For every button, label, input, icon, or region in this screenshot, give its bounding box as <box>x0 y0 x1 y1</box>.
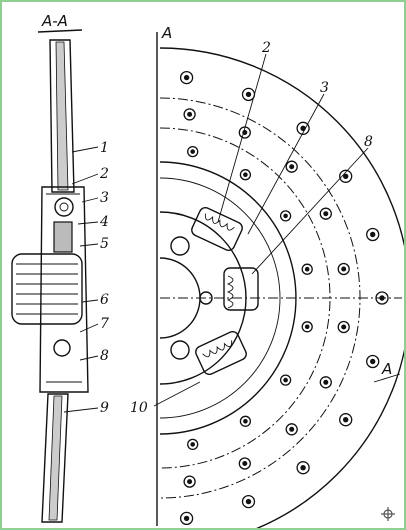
rivet <box>301 263 313 275</box>
callout-7: 7 <box>100 316 109 332</box>
rivet-center <box>245 91 252 98</box>
callout-9: 9 <box>100 400 109 416</box>
rivet <box>296 461 310 475</box>
rivet-center <box>341 266 347 272</box>
flange-hole-middle <box>199 291 213 305</box>
rivet <box>366 354 380 369</box>
rivet-center <box>300 465 306 471</box>
rivet <box>339 413 353 427</box>
lower-lining <box>41 393 69 523</box>
rivet <box>337 262 350 276</box>
rivet-center <box>243 172 248 177</box>
outer-disc-edge <box>159 47 404 528</box>
rivet <box>238 457 251 470</box>
rivet <box>319 376 332 389</box>
rivet-center <box>304 266 310 272</box>
callout-8: 8 <box>100 348 109 364</box>
upper-lining <box>49 39 75 193</box>
rivet-center <box>243 419 248 424</box>
rivet-center <box>343 173 349 179</box>
rivet-center <box>190 442 195 447</box>
section-title-underline <box>37 29 83 33</box>
rivet <box>375 291 389 305</box>
face-callout-3: 3 <box>320 80 329 96</box>
rivet-center <box>183 515 190 522</box>
damper-spring-top <box>191 206 243 252</box>
rivet <box>319 207 332 220</box>
spring-section-top <box>54 197 74 217</box>
upper-lining-core <box>55 41 69 191</box>
rivet <box>301 321 313 333</box>
rivet <box>296 121 310 135</box>
face-callout-8: 8 <box>364 134 373 150</box>
rivet-center <box>187 111 193 117</box>
face-callout-10: 10 <box>130 400 148 416</box>
rivet <box>187 145 199 158</box>
damper-spring-bottom <box>195 330 247 376</box>
section-mark-top: A <box>161 24 172 42</box>
section-view: A-A <box>11 12 109 523</box>
rivet-center <box>323 379 329 385</box>
face-callout-2: 2 <box>261 40 271 56</box>
rivet <box>339 169 353 183</box>
callout-5: 5 <box>100 236 109 252</box>
rivet <box>183 475 196 488</box>
rivet-center <box>245 498 252 505</box>
rivet <box>239 415 252 427</box>
rivet <box>179 511 194 526</box>
rivet-center <box>323 211 329 217</box>
section-mark-bottom: A <box>381 360 392 378</box>
rivet-group <box>179 70 389 526</box>
splined-hub <box>11 253 83 325</box>
section-title: A-A <box>41 12 68 30</box>
gear-icon <box>381 507 395 521</box>
rivet-center <box>379 295 385 301</box>
rivet <box>285 160 298 173</box>
flange-hole-bottom <box>170 340 190 360</box>
rivet-center <box>283 377 288 383</box>
callout-2: 2 <box>99 166 109 182</box>
rivet <box>279 210 292 222</box>
rivet <box>183 108 196 121</box>
rivet <box>239 169 252 181</box>
rivet <box>337 320 350 334</box>
rivet <box>285 423 298 436</box>
rivet <box>187 438 199 451</box>
rivet <box>366 227 380 242</box>
rivet-center <box>370 231 376 238</box>
rivet-center <box>183 74 190 81</box>
rivet <box>179 70 194 85</box>
rivet-center <box>187 479 193 485</box>
rivet-center <box>343 417 349 423</box>
rivet-center <box>283 213 288 219</box>
rivet-center <box>242 461 248 466</box>
spring-section-bottom <box>53 339 71 357</box>
rivet <box>279 374 292 386</box>
rivet-center <box>341 324 347 330</box>
rivet-center <box>190 149 195 154</box>
rivet-center <box>289 426 295 432</box>
face-view: A A <box>130 24 404 528</box>
rivet-center <box>289 164 295 170</box>
rivet-center <box>304 324 310 330</box>
rivet <box>241 494 256 509</box>
damper-plate <box>53 221 73 253</box>
damper-spring-middle <box>223 267 259 311</box>
rivet-center <box>370 358 376 365</box>
callout-1: 1 <box>100 140 109 156</box>
callout-4: 4 <box>99 214 109 230</box>
hub-housing <box>39 186 89 393</box>
flange-hole-top <box>170 236 190 256</box>
callout-6: 6 <box>100 292 109 308</box>
callout-3: 3 <box>100 190 109 206</box>
